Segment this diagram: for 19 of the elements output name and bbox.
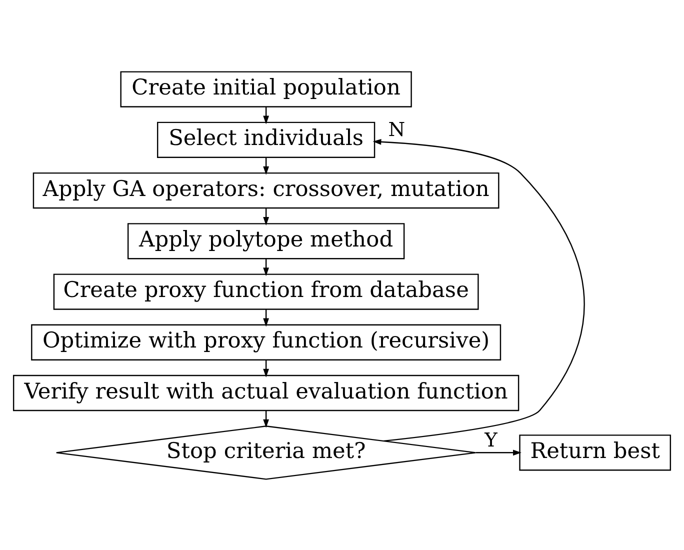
node-box: Optimize with proxy function (recursive) (31, 324, 502, 360)
node-box: Create proxy function from database (53, 273, 479, 310)
arrow (263, 208, 270, 225)
node-box: Create initial population (120, 70, 412, 107)
arrow (263, 106, 270, 124)
node-box: Verify result with actual evaluation function (12, 374, 520, 411)
node-box: Select individuals (157, 121, 376, 158)
node-box: Return best (519, 434, 672, 470)
arrow (263, 258, 270, 276)
arrow (263, 308, 270, 326)
node-diamond: Stop criteria met? (56, 425, 476, 480)
arrow (263, 359, 270, 377)
node-box: Apply GA operators: crossover, mutation (32, 172, 500, 208)
edge-label: Y (484, 428, 498, 451)
arrow (372, 138, 585, 442)
edge-label: N (388, 118, 406, 140)
arrow (263, 156, 270, 174)
node-box: Apply polytope method (127, 222, 405, 259)
arrow (476, 449, 522, 456)
